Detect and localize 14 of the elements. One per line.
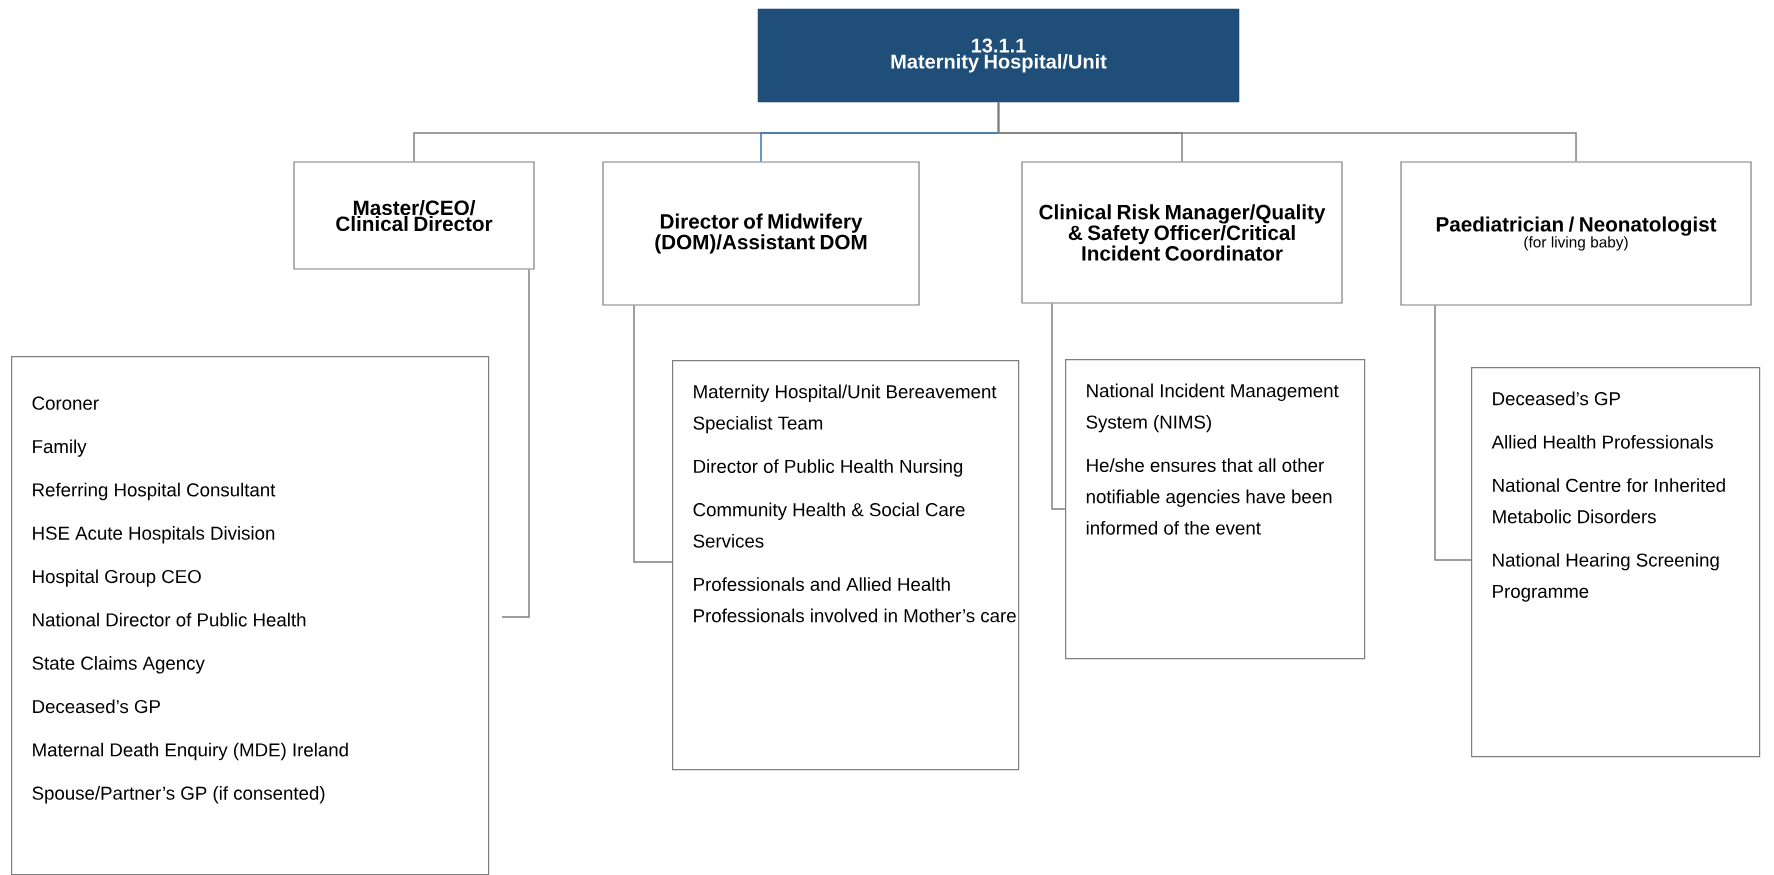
role-box: Paediatrician / Neonatologist (for living baby) bbox=[1400, 161, 1752, 306]
list-box: Deceased’s GP Allied Health Professionals National Centre for Inherited Metabolic Disorders National Hearing Screening Programme bbox=[1471, 367, 1761, 758]
list-box: Coroner Family Referring Hospital Consultant HSE Acute Hospitals Division Hospital Group CEO National Director of Public Health State Claims Agency Deceased’s GP Maternal Death Enquiry (MDE) Ireland Spouse/Partner’s GP (if consented) bbox=[11, 356, 490, 875]
list-box: Maternity Hospital/Unit Bereavement Specialist Team Director of Public Health Nursing Community Health & Social Care Services Professionals and Allied Health Professionals involved in Mother’s care bbox=[672, 360, 1020, 771]
role-box: Clinical Risk Manager/Quality & Safety Officer/Critical Incident Coordinator bbox=[1021, 161, 1343, 304]
connector-line bbox=[1051, 302, 1066, 510]
connector-line bbox=[997, 101, 1577, 163]
connector-line bbox=[633, 304, 673, 563]
list-box: National Incident Management System (NIMS) He/she ensures that all other notifiable agencies have been informed of the event bbox=[1065, 359, 1366, 660]
connector-line bbox=[1434, 304, 1472, 561]
role-box: Master/CEO/ Clinical Director bbox=[293, 161, 535, 270]
connector-line bbox=[501, 268, 530, 618]
header-box: 13.1.1 Maternity Hospital/Unit bbox=[757, 8, 1240, 103]
role-box: Director of Midwifery (DOM)/Assistant DOM bbox=[602, 161, 920, 306]
